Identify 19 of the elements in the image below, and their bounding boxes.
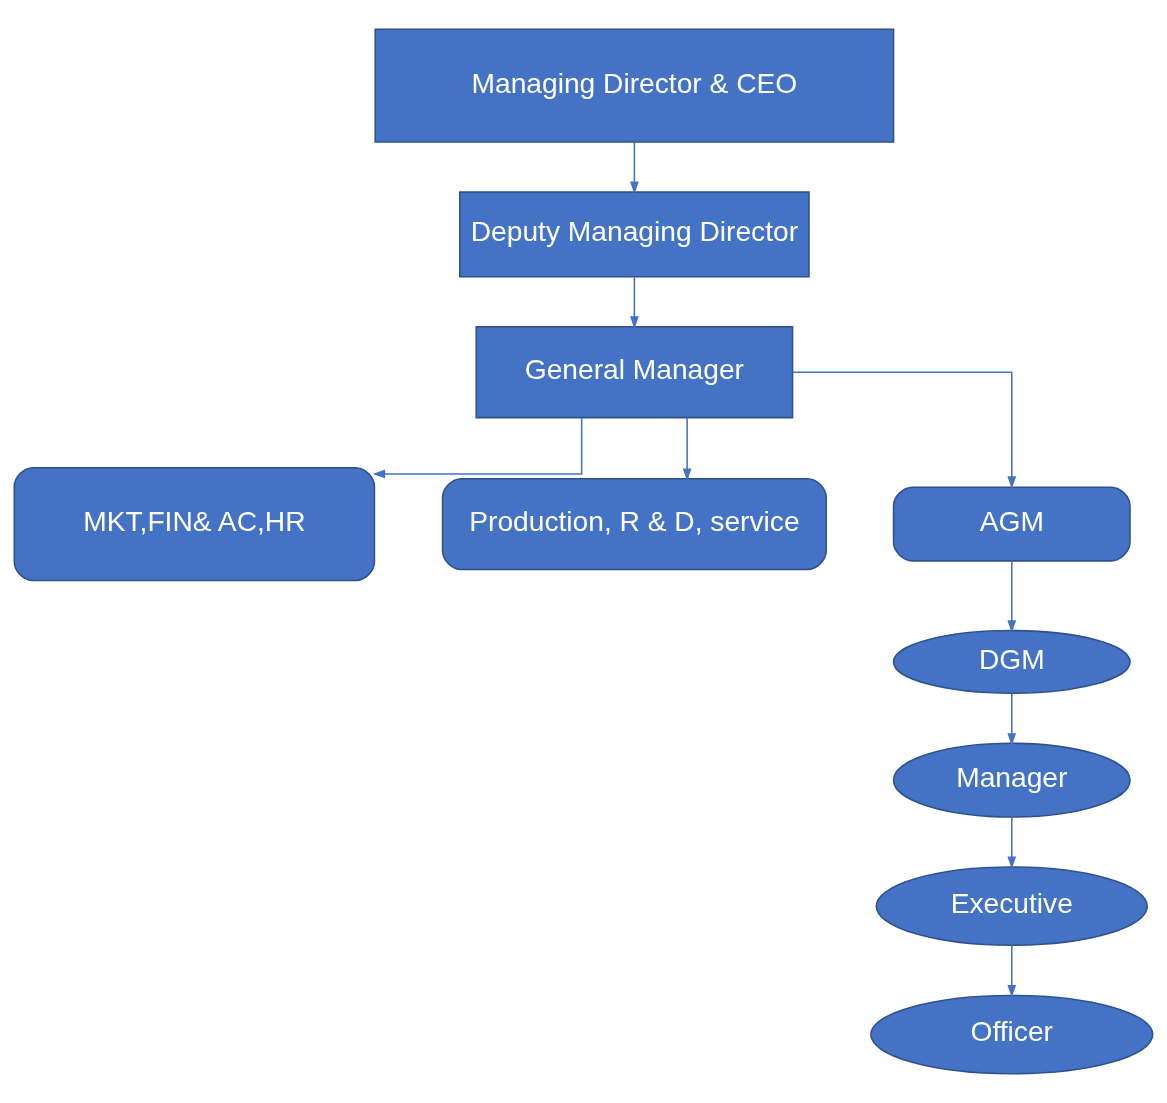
arrow (682, 417, 692, 481)
node-box: Production, R & D, service (441, 477, 827, 571)
arrow (1007, 692, 1017, 746)
node-box: Deputy Managing Director (459, 191, 810, 278)
node-box: General Manager (475, 326, 794, 419)
arrow (1007, 944, 1017, 998)
node-ellipse: Officer (870, 994, 1154, 1075)
node-ellipse: Executive (875, 866, 1148, 947)
arrow (372, 416, 583, 479)
node-ellipse: Manager (892, 742, 1131, 818)
node-box: AGM (892, 486, 1131, 562)
arrow (1007, 560, 1017, 633)
arrow (792, 371, 1017, 489)
node-ellipse: DGM (892, 629, 1131, 694)
node-box: Managing Director & CEO (374, 28, 895, 143)
arrow (630, 276, 639, 329)
node-box: MKT,FIN& AC,HR (13, 466, 376, 582)
arrow (630, 141, 639, 195)
arrow (1007, 816, 1017, 870)
